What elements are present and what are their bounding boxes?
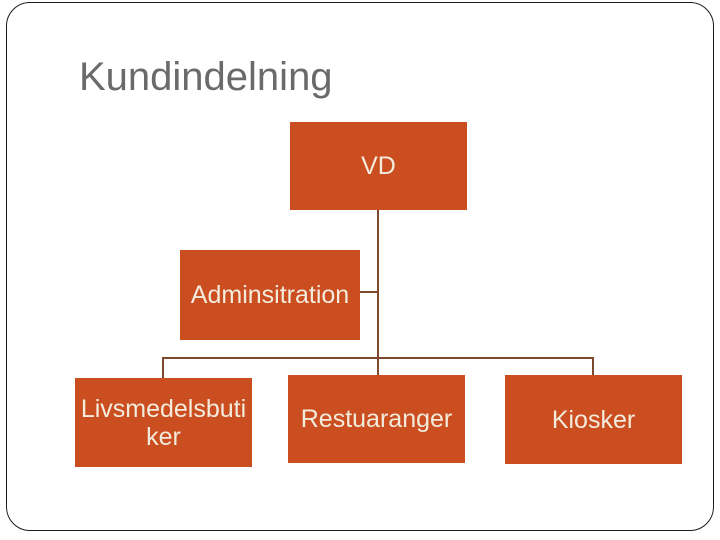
- org-node-kiosker-label: Kiosker: [551, 405, 636, 434]
- org-node-restuaranger-label: Restuaranger: [300, 405, 453, 433]
- org-node-restuaranger: Restuaranger: [288, 375, 465, 463]
- connector-drop-livsmedelsbutiker: [162, 357, 164, 378]
- org-node-adminsitration-label: Adminsitration: [190, 281, 350, 309]
- org-node-vd: VD: [290, 122, 467, 210]
- connector-assistant-stub: [360, 291, 379, 293]
- org-node-livsmedelsbutiker: Livsmedelsbutiker: [75, 378, 252, 467]
- org-node-vd-label: VD: [361, 152, 396, 180]
- org-node-livsmedelsbutiker-label: Livsmedelsbutiker: [80, 394, 247, 451]
- connector-drop-kiosker: [592, 357, 594, 375]
- org-node-kiosker: Kiosker: [505, 375, 682, 464]
- connector-children-rail: [162, 357, 594, 359]
- slide-title: Kundindelning: [79, 55, 333, 99]
- org-node-adminsitration: Adminsitration: [180, 250, 360, 340]
